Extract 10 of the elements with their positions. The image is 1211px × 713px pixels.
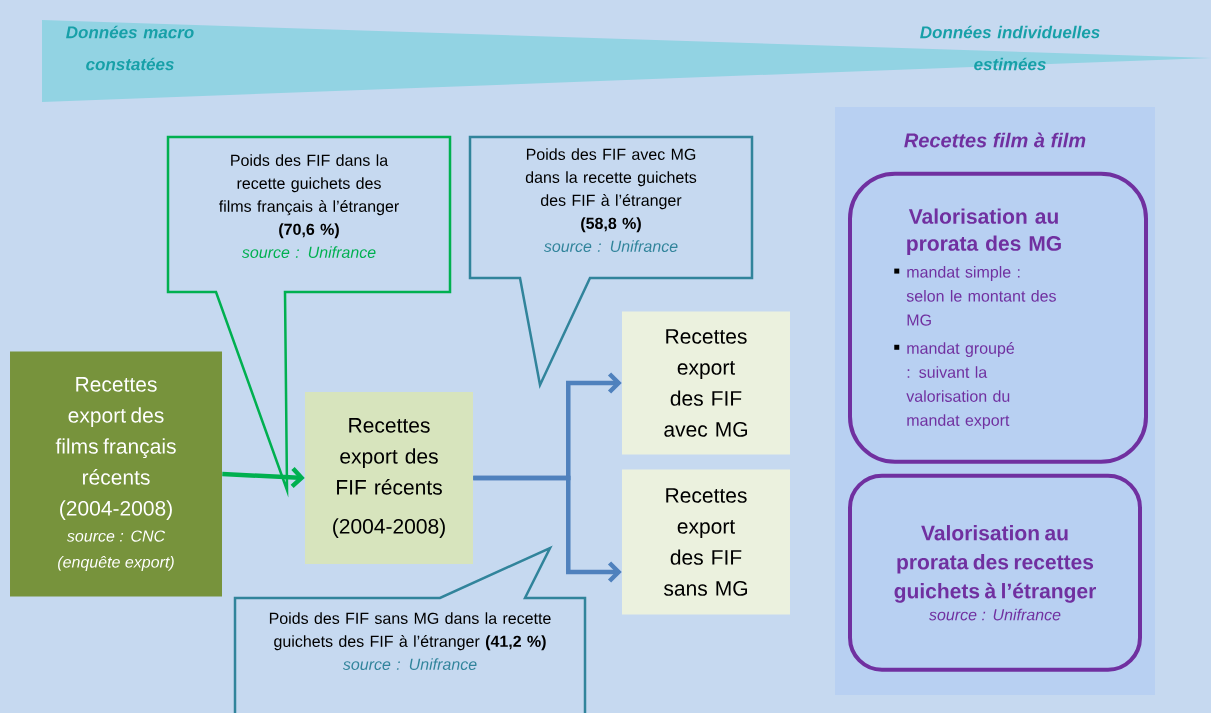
rounded-box: Valorisation au prorata des recettes guichets à l’étranger source : Unifrance	[848, 473, 1142, 672]
arrow	[222, 466, 305, 489]
source-box: Recettes export des films français récents (2004-2008) source : CNC (enquête export)	[10, 351, 222, 597]
arrow	[473, 475, 622, 583]
result-box: Recettes export des FIF avec MG	[622, 311, 790, 455]
process-box: Recettes export des FIF récents (2004-2008)	[305, 392, 473, 564]
result-box: Recettes export des FIF sans MG	[622, 469, 790, 615]
rounded-box: Valorisation au prorata des MG mandat simple : selon le montant des MG mandat groupé : suivant la valorisation du mandat export	[848, 171, 1148, 464]
callout-box: Poids des FIF sans MG dans la recette guichets des FIF à l’étranger (41,2 %) source : Unifrance	[233, 545, 587, 713]
wedge-band: Données macro constatées Données individuelles estimées	[42, 20, 1211, 102]
